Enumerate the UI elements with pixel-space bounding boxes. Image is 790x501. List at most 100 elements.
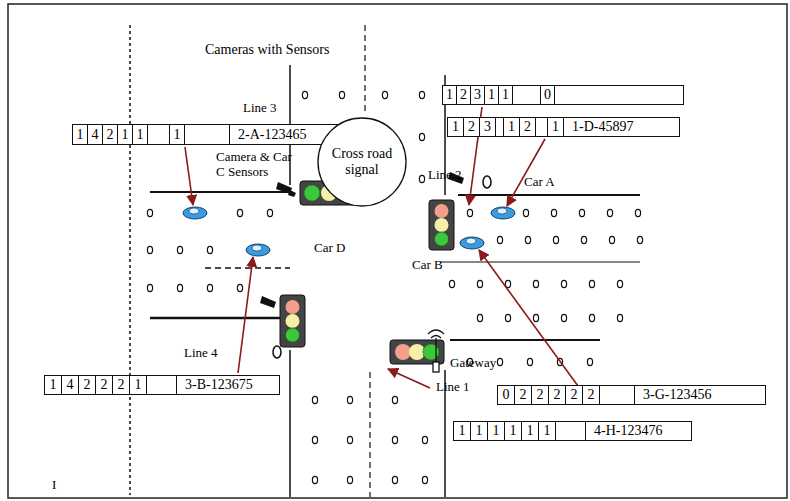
empty-cell bbox=[555, 86, 681, 104]
lane-dot bbox=[237, 209, 242, 216]
traffic-lights bbox=[280, 181, 454, 364]
lane-dot bbox=[635, 209, 640, 216]
diagram-label: Car B bbox=[412, 258, 443, 273]
lane-dot bbox=[617, 280, 622, 287]
record-cell: 1 bbox=[471, 422, 488, 440]
lane-dot bbox=[147, 284, 152, 291]
diagram-label: Line 1 bbox=[436, 380, 470, 395]
diagram-label: Line 2 bbox=[428, 168, 462, 183]
signal-circle: Cross road signal bbox=[317, 117, 407, 207]
lane-dot bbox=[392, 396, 397, 403]
lane-dot bbox=[525, 236, 530, 243]
lane-dot bbox=[147, 209, 152, 216]
record-cell: 0 bbox=[498, 386, 515, 404]
record-cell: 1 bbox=[118, 125, 133, 144]
lane-dot bbox=[581, 236, 586, 243]
lane-dot bbox=[561, 314, 566, 321]
record-cell: 1-D-45897 bbox=[564, 118, 679, 136]
lane-dot bbox=[422, 436, 427, 443]
lane-dot bbox=[177, 284, 182, 291]
record-cell: 1 bbox=[504, 118, 520, 136]
lane-dot bbox=[312, 396, 317, 403]
lane-dot bbox=[579, 209, 584, 216]
record-cell: 1 bbox=[539, 422, 556, 440]
empty-cell bbox=[513, 86, 541, 104]
record-cell: 4-H-123476 bbox=[586, 422, 691, 440]
record-cell: 3-G-123456 bbox=[635, 386, 765, 404]
empty-cell bbox=[496, 118, 504, 136]
pointer-arrows bbox=[185, 107, 578, 388]
lane-dot bbox=[497, 358, 502, 365]
record-cell: 2 bbox=[583, 386, 600, 404]
record-cell: 3 bbox=[480, 118, 496, 136]
record-cell: 1 bbox=[485, 86, 499, 104]
lane-dot bbox=[607, 209, 612, 216]
lane-dot bbox=[382, 91, 387, 98]
record-cell: 1 bbox=[488, 422, 505, 440]
circle-shape bbox=[318, 118, 406, 206]
record-cell: 2 bbox=[79, 376, 96, 394]
lane-dot bbox=[302, 91, 307, 98]
lane-dot bbox=[419, 133, 424, 140]
record-cell: 2 bbox=[464, 118, 480, 136]
frame bbox=[8, 4, 787, 498]
lane-dot bbox=[347, 436, 352, 443]
lane-dot bbox=[497, 236, 502, 243]
signal-label: Cross road signal bbox=[327, 146, 397, 178]
record-cell: 1 bbox=[499, 86, 513, 104]
diagram-label: I bbox=[52, 478, 56, 493]
lane-dot bbox=[207, 246, 212, 253]
lane-dot bbox=[207, 284, 212, 291]
record-cell: 1 bbox=[73, 125, 88, 144]
lane-dot bbox=[347, 396, 352, 403]
record-cell: 1 bbox=[133, 125, 148, 144]
record-cell: 1 bbox=[522, 422, 539, 440]
record-cell: 0 bbox=[541, 86, 555, 104]
lane-dot bbox=[339, 91, 344, 98]
lane-dot bbox=[419, 91, 424, 98]
lane-dot bbox=[237, 284, 242, 291]
empty-cell bbox=[556, 422, 586, 440]
record-cell: 2 bbox=[515, 386, 532, 404]
diagram-label: Line 4 bbox=[184, 346, 218, 361]
lane-dot bbox=[561, 280, 566, 287]
lane-dot bbox=[392, 436, 397, 443]
empty-cell bbox=[600, 386, 635, 404]
record-cell: 2 bbox=[566, 386, 583, 404]
lane-dot bbox=[589, 314, 594, 321]
lane-dot bbox=[527, 358, 532, 365]
lane-dot bbox=[267, 209, 272, 216]
record-cell: 1 bbox=[443, 86, 457, 104]
lane-dot bbox=[467, 209, 472, 216]
record-cell: 1 bbox=[130, 376, 147, 394]
lane-dot bbox=[392, 476, 397, 483]
lane-dot bbox=[177, 246, 182, 253]
lane-dot bbox=[637, 236, 642, 243]
record-cell: 1 bbox=[454, 422, 471, 440]
record-cell: 2 bbox=[549, 386, 566, 404]
record-cell: 1 bbox=[448, 118, 464, 136]
lane-dot bbox=[477, 314, 482, 321]
empty-cell bbox=[185, 125, 230, 144]
record-cell: 3 bbox=[471, 86, 485, 104]
diagram-label: Car D bbox=[314, 241, 345, 256]
record-cell: 4 bbox=[88, 125, 103, 144]
diagram-label: Car A bbox=[524, 175, 555, 190]
lane-dot bbox=[609, 236, 614, 243]
empty-cell bbox=[147, 376, 177, 394]
lane-dot bbox=[617, 314, 622, 321]
data-record-box: 1111114-H-123476 bbox=[453, 421, 692, 441]
lane-dot bbox=[477, 280, 482, 287]
lane-dot bbox=[147, 246, 152, 253]
record-cell: 1 bbox=[170, 125, 185, 144]
lane-dot bbox=[553, 236, 558, 243]
record-cell: 1 bbox=[548, 118, 564, 136]
lane-dot bbox=[589, 280, 594, 287]
diagram-label: Gateway bbox=[450, 356, 496, 371]
lane-dot bbox=[523, 209, 528, 216]
record-cell: 1 bbox=[45, 376, 62, 394]
lane-dot bbox=[347, 476, 352, 483]
lane-dot bbox=[312, 476, 317, 483]
